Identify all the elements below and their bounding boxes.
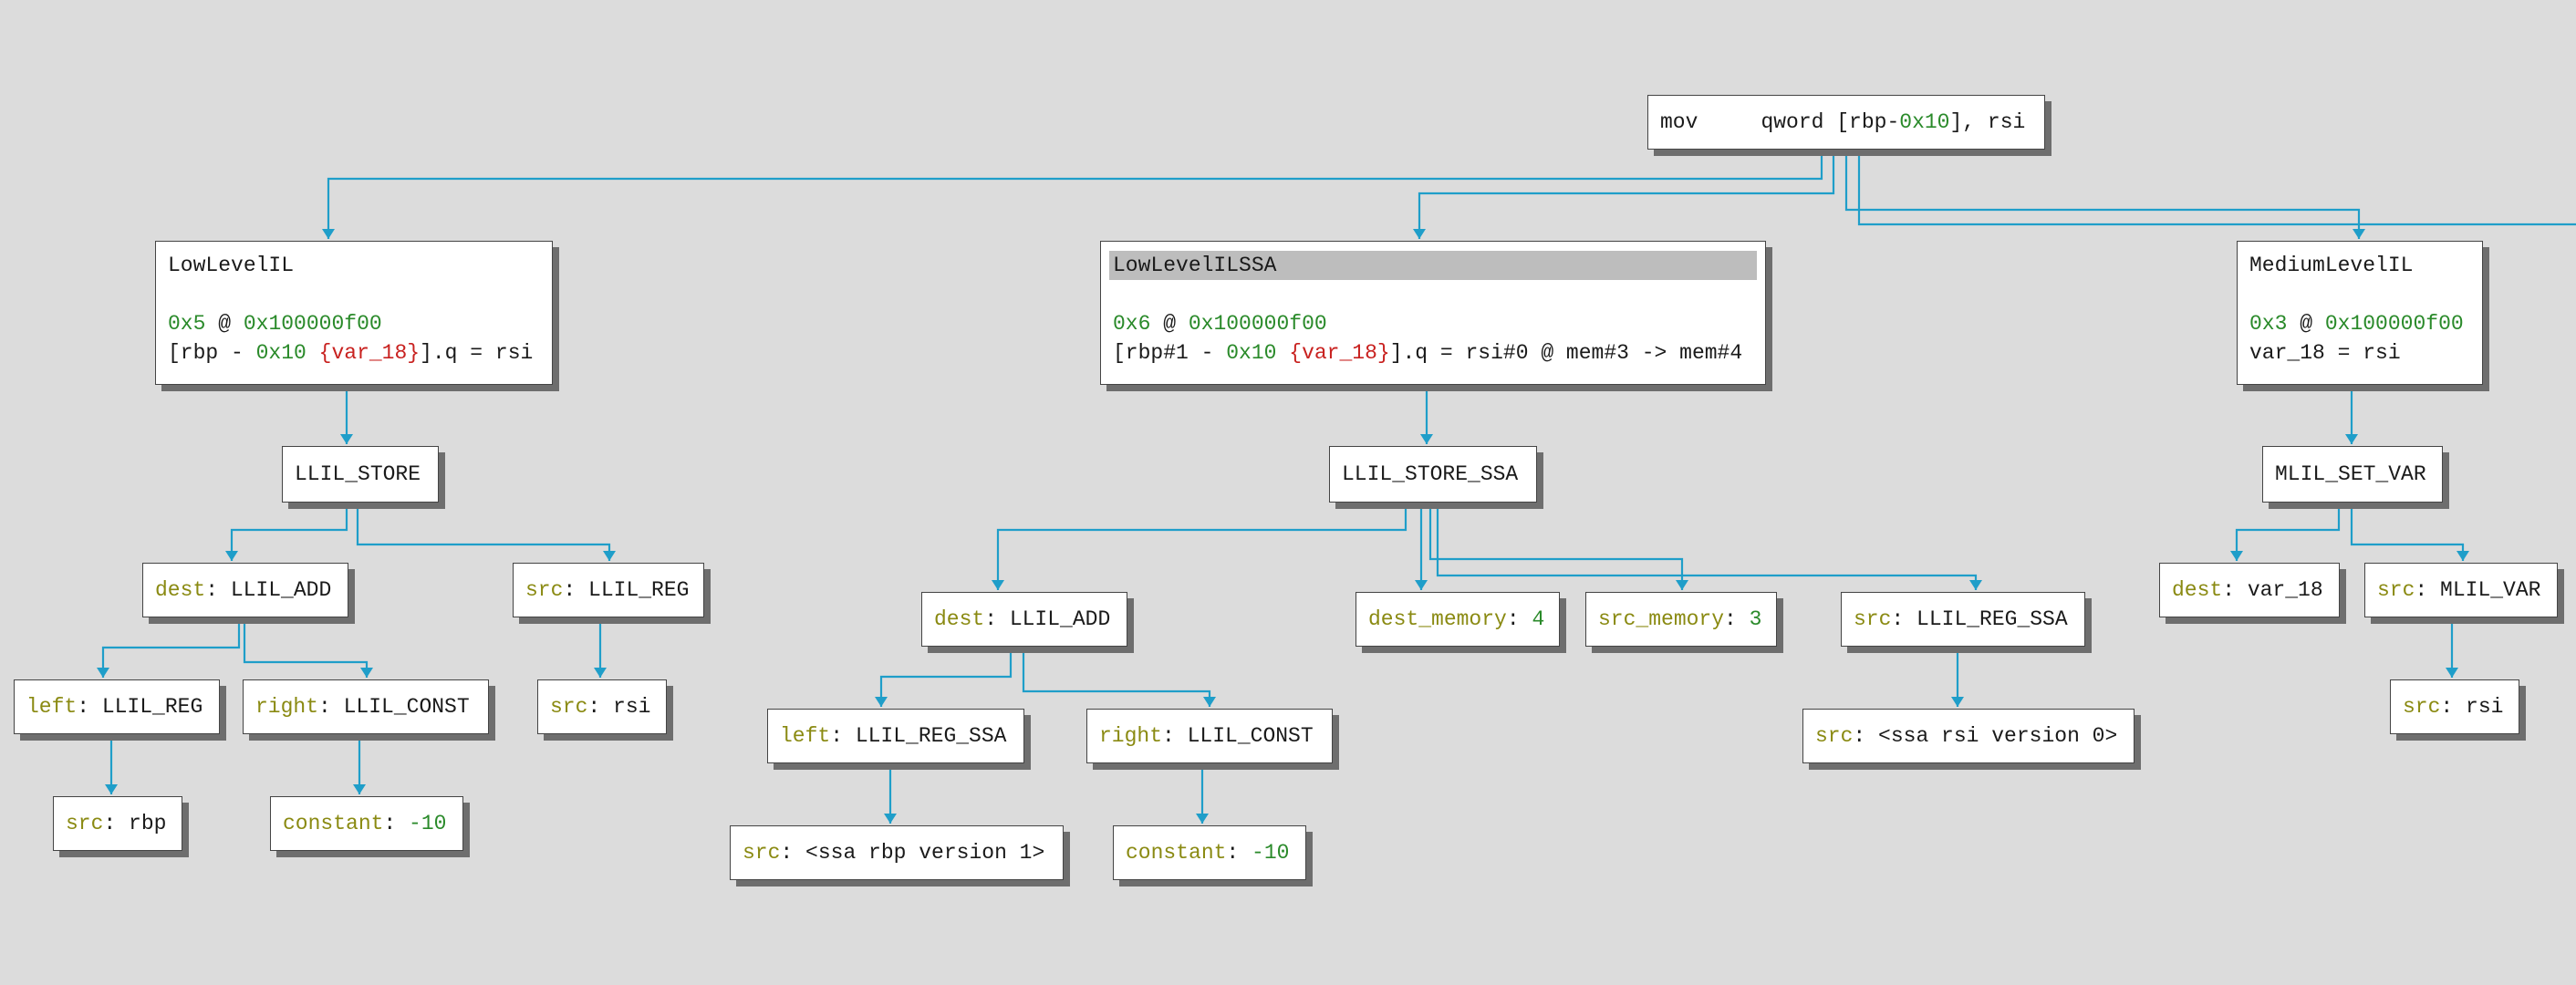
mlil-title: MediumLevelIL [2249,254,2414,277]
edge-24 [2350,503,2465,561]
edge-arrowhead-20 [884,814,897,824]
root-instruction-node[interactable]: mov qword [rbp-0x10], rsi [1647,95,2045,150]
offset-value: 0x10 [1899,110,1950,134]
llil-left-node[interactable]: left: LLIL_REG [14,679,220,734]
edge-arrowhead-19 [1951,697,1964,707]
root-instruction-line: mov qword [rbp-0x10], rsi [1660,110,2026,134]
edge-arrowhead-18 [1203,697,1216,707]
edge-arrowhead-21 [1196,814,1209,824]
llil-node[interactable]: LowLevelIL 0x5 @ 0x100000f00 [rbp - 0x10… [155,241,553,385]
mlil-expression-line: var_18 = rsi [2249,341,2401,365]
mlil-src-node[interactable]: src: MLIL_VAR [2364,563,2558,617]
edge-13 [996,503,1407,590]
llil-ssa-left-node[interactable]: left: LLIL_REG_SSA [767,709,1024,763]
variable-ref: {var_18} [1289,341,1390,365]
llil-title: LowLevelIL [168,254,295,277]
llil-store-ssa-node[interactable]: LLIL_STORE_SSA [1329,446,1537,503]
llil-store-node[interactable]: LLIL_STORE [282,446,439,503]
edge-arrowhead-5 [225,551,238,561]
edge-arrowhead-4 [340,434,353,444]
llil-ssa-title-highlighted: LowLevelILSSA [1109,251,1757,280]
llil-ssa-src-node[interactable]: src: LLIL_REG_SSA [1841,592,2085,647]
edge-arrowhead-23 [2230,551,2243,561]
ssa-rbp-node[interactable]: src: <ssa rbp version 1> [730,825,1064,880]
edge-18 [1022,647,1211,707]
mlil-src-rsi-node[interactable]: src: rsi [2390,679,2519,734]
edge-arrowhead-24 [2457,551,2469,561]
src-memory-node[interactable]: src_memory: 3 [1585,592,1777,647]
edge-arrowhead-22 [2345,434,2358,444]
edge-arrowhead-0 [322,229,335,239]
edge-arrowhead-9 [594,668,607,678]
llil-src-rbp-node[interactable]: src: rbp [53,796,182,851]
llil-ssa-address-line: 0x6 @ 0x100000f00 [1113,312,1327,336]
edge-23 [2235,503,2341,561]
edge-arrowhead-6 [603,551,616,561]
edge-arrowhead-10 [105,784,118,794]
edge-arrowhead-12 [1420,434,1433,444]
edge-arrowhead-15 [1676,580,1688,590]
edge-arrowhead-2 [2353,229,2365,239]
edge-arrowhead-14 [1415,580,1428,590]
edge-0 [327,150,1823,239]
mlil-dest-node[interactable]: dest: var_18 [2159,563,2340,617]
edge-arrowhead-7 [97,668,109,678]
edge-1 [1418,150,1835,239]
llil-right-node[interactable]: right: LLIL_CONST [243,679,489,734]
llil-src-node[interactable]: src: LLIL_REG [513,563,704,617]
edge-arrowhead-8 [360,668,373,678]
edge-arrowhead-25 [2446,668,2458,678]
llil-ssa-right-node[interactable]: right: LLIL_CONST [1086,709,1333,763]
edge-arrowhead-11 [353,784,366,794]
llil-expression-line: [rbp - 0x10 {var_18}].q = rsi [168,341,534,365]
mlil-set-var-node[interactable]: MLIL_SET_VAR [2262,446,2443,503]
mlil-address-line: 0x3 @ 0x100000f00 [2249,312,2464,336]
edge-arrowhead-13 [992,580,1004,590]
llil-ssa-dest-node[interactable]: dest: LLIL_ADD [921,592,1127,647]
edge-arrowhead-1 [1413,229,1426,239]
edge-17 [879,647,1013,707]
llil-src-rsi-node[interactable]: src: rsi [537,679,667,734]
mlil-node[interactable]: MediumLevelIL 0x3 @ 0x100000f00 var_18 =… [2237,241,2483,385]
edge-15 [1428,503,1684,590]
llil-constant-node[interactable]: constant: -10 [270,796,463,851]
dest-memory-node[interactable]: dest_memory: 4 [1356,592,1560,647]
edge-arrowhead-16 [1969,580,1982,590]
edge-5 [230,503,348,561]
llil-ssa-expression-line: [rbp#1 - 0x10 {var_18}].q = rsi#0 @ mem#… [1113,341,1743,365]
llil-address-line: 0x5 @ 0x100000f00 [168,312,382,336]
llil-ssa-node[interactable]: LowLevelILSSA 0x6 @ 0x100000f00 [rbp#1 -… [1100,241,1766,385]
mnemonic: mov [1660,110,1698,134]
edge-arrowhead-17 [875,697,888,707]
llil-dest-node[interactable]: dest: LLIL_ADD [142,563,348,617]
edge-8 [243,617,369,678]
llil-ssa-constant-node[interactable]: constant: -10 [1113,825,1306,880]
edge-2 [1844,150,2361,239]
edge-7 [101,617,241,678]
ssa-rsi-node[interactable]: src: <ssa rsi version 0> [1802,709,2135,763]
variable-ref: {var_18} [318,341,421,365]
edge-16 [1436,503,1978,590]
edge-3 [1857,150,2576,226]
edge-6 [356,503,611,561]
